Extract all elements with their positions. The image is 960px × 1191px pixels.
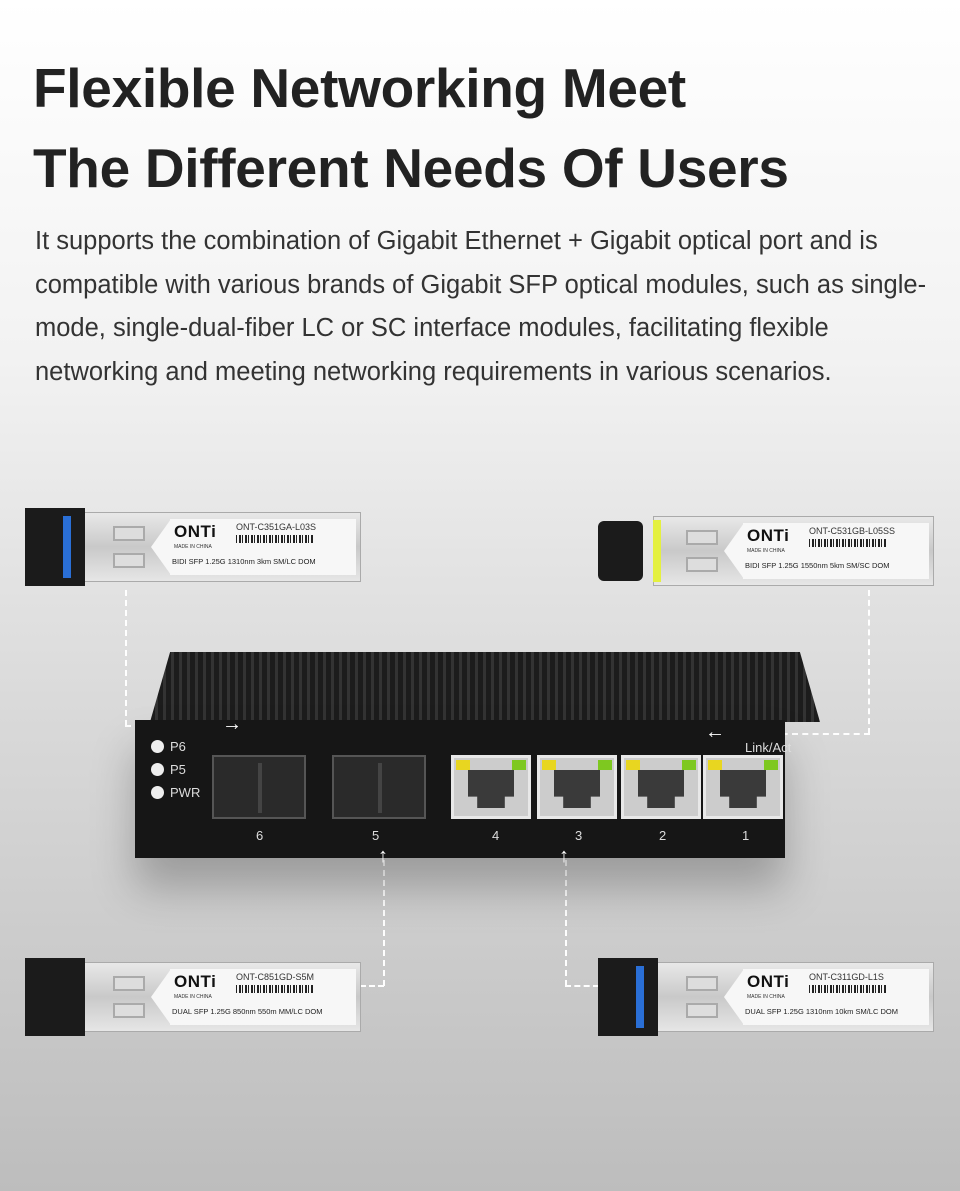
rj45-port-3[interactable] <box>537 755 617 819</box>
port-number: 6 <box>256 828 264 843</box>
description: It supports the combination of Gigabit E… <box>35 227 927 386</box>
connector-line <box>565 850 567 986</box>
rj45-port-4[interactable] <box>451 755 531 819</box>
part-number: ONT-C351GA-L03S <box>236 522 317 532</box>
led-pwr <box>151 786 164 799</box>
sfp-port-5[interactable] <box>332 755 426 819</box>
brand-logo: ONTi <box>174 522 217 541</box>
module-spec: DUAL SFP 1.25G 1310nm 10km SM/LC DOM <box>745 1007 898 1016</box>
link-act-label: Link/Act <box>745 740 792 755</box>
rj45-port-2[interactable] <box>621 755 701 819</box>
port-number: 5 <box>372 828 380 843</box>
led-label-p5: P5 <box>170 762 186 777</box>
title-line-2: The Different Needs Of Users <box>33 137 789 199</box>
barcode <box>236 535 314 543</box>
barcode <box>809 985 887 993</box>
port-number: 3 <box>575 828 583 843</box>
barcode <box>809 539 887 547</box>
connector-line <box>360 985 384 987</box>
part-number: ONT-C851GD-S5M <box>236 972 315 982</box>
arrow-up-icon: ↑ <box>378 845 388 867</box>
part-number: ONT-C531GB-L05SS <box>809 526 896 536</box>
module-spec: BIDI SFP 1.25G 1550nm 5km SM/SC DOM <box>745 561 890 570</box>
made-in-label: MADE IN CHINA <box>174 994 212 1000</box>
title-line-1: Flexible Networking Meet <box>33 57 686 119</box>
connector-line <box>383 850 385 986</box>
brand-logo: ONTi <box>174 972 217 991</box>
barcode <box>236 985 314 993</box>
connector-line <box>565 985 599 987</box>
port-number: 2 <box>659 828 667 843</box>
arrow-left-icon: ← <box>705 721 725 743</box>
arrow-right-icon: → <box>222 713 242 735</box>
module-spec: DUAL SFP 1.25G 850nm 550m MM/LC DOM <box>172 1007 323 1016</box>
made-in-label: MADE IN CHINA <box>747 548 785 554</box>
connector-line <box>868 590 870 734</box>
arrow-up-icon: ↑ <box>559 845 569 867</box>
port-number: 1 <box>742 828 750 843</box>
module-spec: BIDI SFP 1.25G 1310nm 3km SM/LC DOM <box>172 557 316 566</box>
led-label-pwr: PWR <box>170 785 201 800</box>
brand-logo: ONTi <box>747 526 790 545</box>
connector-line <box>720 733 870 735</box>
switch-housing-top <box>150 652 820 722</box>
page-title: Flexible Networking Meet The Different N… <box>33 48 789 208</box>
sfp-port-6[interactable] <box>212 755 306 819</box>
led-p5 <box>151 763 164 776</box>
made-in-label: MADE IN CHINA <box>174 544 212 550</box>
rj45-port-1[interactable] <box>703 755 783 819</box>
part-number: ONT-C311GD-L1S <box>809 972 884 982</box>
brand-logo: ONTi <box>747 972 790 991</box>
connector-line <box>125 590 127 726</box>
port-number: 4 <box>492 828 500 843</box>
led-label-p6: P6 <box>170 739 186 754</box>
made-in-label: MADE IN CHINA <box>747 994 785 1000</box>
led-p6 <box>151 740 164 753</box>
